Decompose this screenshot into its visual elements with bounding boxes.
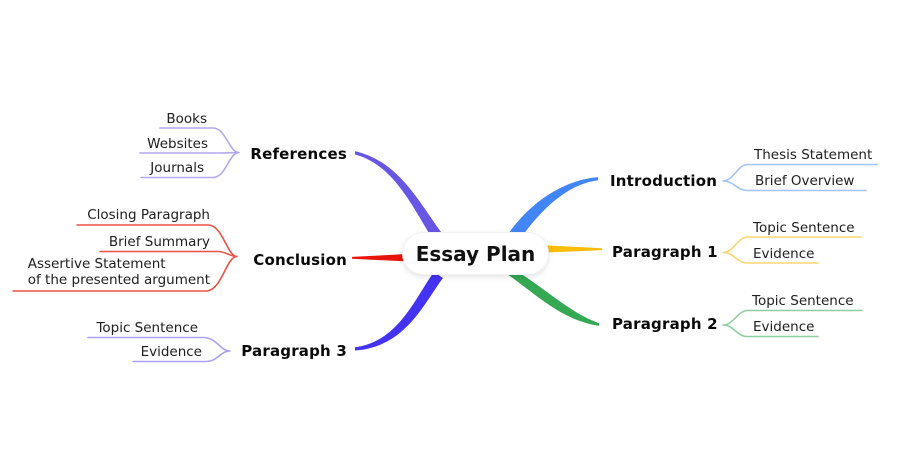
branch-curve-paragraph-1	[541, 245, 602, 253]
topic-conclusion[interactable]: Conclusion	[253, 251, 347, 269]
subtopic-assertive-statement[interactable]: Assertive Statement of the presented arg…	[27, 256, 210, 288]
central-topic-node[interactable]: Essay Plan	[403, 233, 548, 274]
branch-curve-paragraph-2	[504, 268, 599, 326]
subtopic-closing-paragraph[interactable]: Closing Paragraph	[87, 207, 210, 223]
child-lines-paragraph-2	[722, 309, 863, 338]
child-lines-introduction	[722, 163, 878, 192]
subtopic-brief-summary[interactable]: Brief Summary	[108, 234, 210, 250]
subtopic-websites[interactable]: Websites	[147, 136, 208, 152]
subtopic-paragraph-3-evidence[interactable]: Evidence	[140, 344, 202, 360]
topic-paragraph-2[interactable]: Paragraph 2	[612, 315, 718, 333]
topic-paragraph-1[interactable]: Paragraph 1	[612, 243, 718, 261]
subtopic-journals[interactable]: Journals	[150, 160, 204, 176]
subtopic-thesis-statement[interactable]: Thesis Statement	[754, 147, 873, 163]
topic-introduction[interactable]: Introduction	[610, 172, 718, 190]
subtopic-paragraph-1-evidence[interactable]: Evidence	[753, 246, 815, 262]
branch-curve-introduction	[509, 177, 598, 241]
child-lines-paragraph-3	[87, 336, 231, 363]
child-lines-conclusion	[12, 224, 238, 292]
subtopic-paragraph-2-topic-sentence[interactable]: Topic Sentence	[752, 293, 854, 309]
topic-references[interactable]: References	[250, 145, 347, 163]
branch-curve-references	[355, 151, 444, 244]
topic-paragraph-3[interactable]: Paragraph 3	[241, 342, 347, 360]
branch-curve-conclusion	[352, 253, 411, 262]
subtopic-paragraph-2-evidence[interactable]: Evidence	[753, 319, 815, 335]
branch-curve-paragraph-3	[355, 272, 443, 351]
subtopic-brief-overview[interactable]: Brief Overview	[755, 173, 855, 189]
child-lines-paragraph-1	[722, 236, 862, 264]
subtopic-paragraph-1-topic-sentence[interactable]: Topic Sentence	[753, 220, 855, 236]
subtopic-paragraph-3-topic-sentence[interactable]: Topic Sentence	[96, 320, 198, 336]
child-lines-references	[139, 127, 240, 179]
subtopic-books[interactable]: Books	[166, 111, 207, 127]
